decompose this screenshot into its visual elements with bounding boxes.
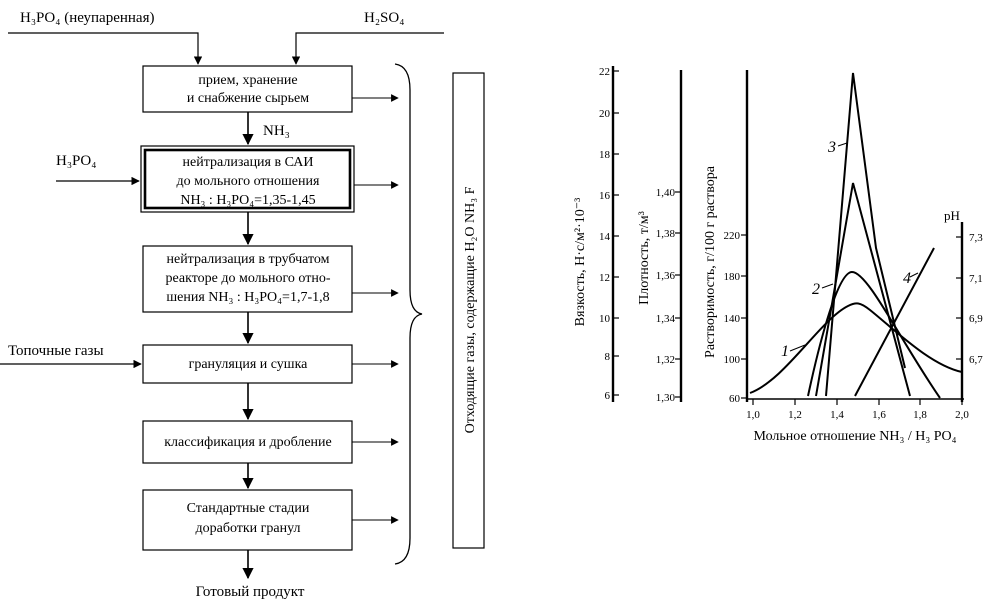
x-ticks [752, 399, 963, 405]
curve-2-label: 2 [812, 281, 820, 298]
step-3-line-1: нейтрализация в трубчатом [166, 252, 329, 267]
step-2-line-2: до мольного отношения [177, 174, 320, 189]
curve-3-mid [815, 182, 911, 397]
step-box-finishing [142, 489, 353, 551]
curve-4-label: 4 [903, 270, 911, 287]
x-tick-1-0: 1,0 [746, 409, 760, 421]
curve-4 [854, 247, 935, 397]
density-tick-1-30: 1,30 [656, 392, 676, 404]
solubility-tick-60: 60 [729, 393, 741, 405]
feed-line-h2so4 [291, 32, 444, 65]
ph-tick-6-7: 6,7 [969, 354, 983, 366]
step-box-receiving [142, 65, 353, 113]
step-box-neutralization-sai-inner [143, 148, 352, 210]
x-tick-1-6: 1,6 [872, 409, 886, 421]
curve-3 [825, 72, 906, 397]
density-tick-1-40: 1,40 [656, 187, 676, 199]
viscosity-tick-10: 10 [599, 313, 611, 325]
curve-1-leader [789, 344, 806, 352]
density-tick-1-32: 1,32 [656, 354, 675, 366]
x-axis-label: Мольное отношение NH₃ / H₃ PO₄ [753, 429, 956, 444]
property-plot: 22 20 18 16 14 12 10 8 6 Вязкость, Н·с/м… [573, 66, 983, 444]
ph-axis-label: pH [944, 208, 960, 223]
viscosity-tick-6: 6 [605, 390, 611, 402]
x-tick-2-0: 2,0 [955, 409, 969, 421]
step-2-line-1: нейтрализация в САИ [183, 155, 314, 170]
ph-ticks [956, 236, 962, 360]
x-tick-1-8: 1,8 [913, 409, 927, 421]
curve-1-label: 1 [781, 343, 789, 360]
offgas-label: Отходящие газы, содержащие H₂O NH₃ F [463, 186, 478, 433]
density-tick-1-38: 1,38 [656, 228, 676, 240]
curve-2-leader [821, 283, 834, 289]
density-tick-1-36: 1,36 [656, 270, 676, 282]
density-axis-label: Плотность, т/м³ [637, 211, 652, 305]
viscosity-axis-label: Вязкость, Н·с/м²·10⁻³ [573, 198, 588, 327]
curve-1 [749, 302, 963, 394]
solubility-axis-label: Растворимость, г/100 г раствора [703, 165, 718, 358]
step-6-line-2: доработки гранул [195, 521, 300, 536]
step-3-line-2: реакторе до мольного отно- [165, 271, 330, 286]
viscosity-tick-20: 20 [599, 108, 611, 120]
solubility-ticks [741, 234, 747, 399]
curve-4-leader [909, 272, 919, 278]
viscosity-tick-8: 8 [605, 351, 611, 363]
curve-2 [807, 270, 941, 399]
ph-tick-7-3: 7,3 [969, 232, 983, 244]
density-tick-1-34: 1,34 [656, 313, 676, 325]
product-label: Готовый продукт [196, 584, 305, 600]
viscosity-ticks [613, 70, 619, 396]
density-ticks [675, 191, 681, 398]
feed-line-h3po4-raw [8, 32, 203, 65]
feed-label-h2so4: H₂SO₄ [364, 10, 404, 26]
step-1-line-2: и снабжение сырьем [187, 91, 309, 106]
offgas-brace [394, 63, 423, 565]
step-5-line-1: классификация и дробление [164, 435, 332, 450]
viscosity-tick-12: 12 [599, 272, 610, 284]
solubility-tick-100: 100 [724, 354, 741, 366]
ph-tick-7-1: 7,1 [969, 273, 983, 285]
step-6-line-1: Стандартные стадии [187, 501, 310, 516]
step-4-line-1: грануляция и сушка [189, 357, 309, 372]
step-1-line-1: прием, хранение [198, 73, 297, 88]
step-box-neutralization-tubular [142, 245, 353, 313]
x-tick-1-2: 1,2 [788, 409, 802, 421]
viscosity-tick-18: 18 [599, 149, 611, 161]
flowchart: H₃PO₄ (неупаренная) H₂SO₄ прием, хранени… [0, 10, 485, 600]
solubility-tick-140: 140 [724, 313, 741, 325]
viscosity-tick-14: 14 [599, 231, 611, 243]
feed-label-h3po4-raw: H₃PO₄ (неупаренная) [20, 10, 154, 26]
offgas-collector-box [452, 72, 485, 549]
x-tick-1-4: 1,4 [830, 409, 844, 421]
side-feed-h3po4-label: H₃PO₄ [56, 153, 96, 169]
step-box-neutralization-sai [140, 145, 355, 213]
step-3-line-3: шения NH₃ : H₃PO₄=1,7-1,8 [166, 290, 329, 305]
side-feed-gases-label: Топочные газы [8, 343, 104, 359]
curve-3-label: 3 [827, 139, 836, 156]
step-2-line-3: NH₃ : H₃PO₄=1,35-1,45 [180, 193, 315, 208]
ph-tick-6-9: 6,9 [969, 313, 983, 325]
solubility-tick-220: 220 [724, 230, 741, 242]
viscosity-tick-16: 16 [599, 190, 611, 202]
curve-3-leader [837, 142, 848, 147]
viscosity-tick-22: 22 [599, 66, 610, 78]
nh3-label: NH₃ [263, 123, 290, 139]
solubility-tick-180: 180 [724, 271, 741, 283]
